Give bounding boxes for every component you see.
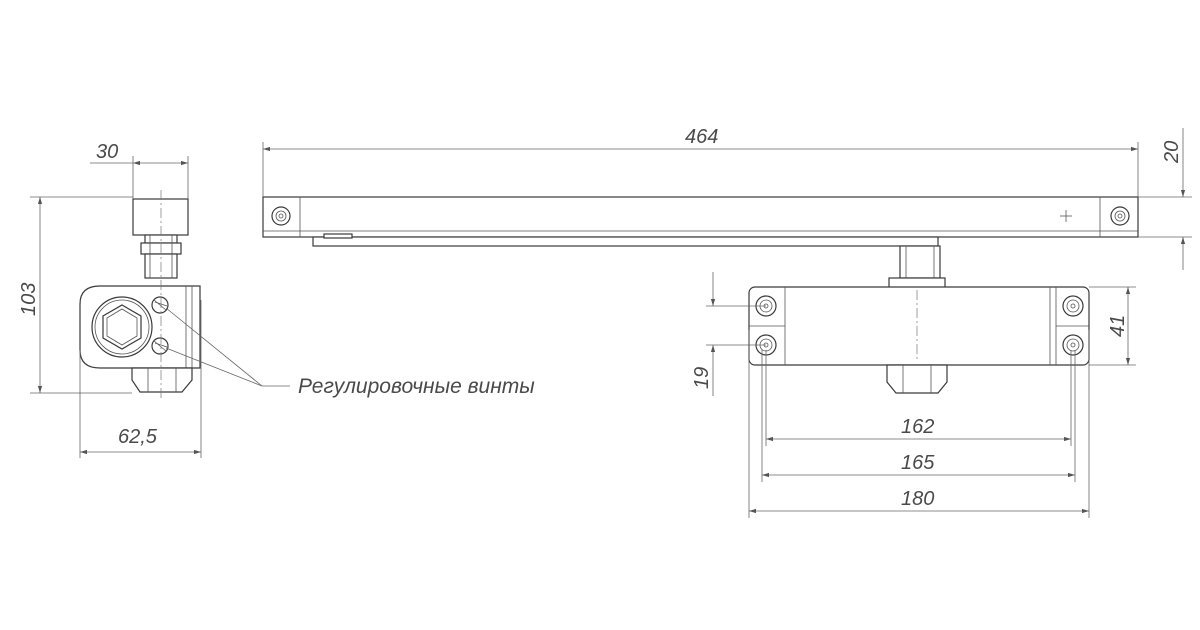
dim-side-bottom-width: 62,5	[118, 426, 158, 448]
dim-arm-length: 464	[685, 126, 718, 148]
adjustment-screws-callout: Регулировочные винты	[165, 307, 535, 398]
arm-main	[262, 196, 1139, 238]
adjustment-screw-lower	[151, 337, 169, 355]
front-view-dimensions: 464 20 41 19 162 165 180	[262, 126, 1192, 518]
side-view	[79, 190, 201, 398]
side-bottom-nut	[131, 367, 193, 393]
hex-socket-icon	[102, 304, 142, 350]
dim-side-height: 103	[18, 283, 40, 316]
adjustment-screw-upper	[151, 296, 169, 314]
dim-165: 165	[901, 452, 935, 474]
dim-side-top-width: 30	[96, 141, 118, 163]
front-bottom-nut	[886, 364, 948, 394]
pivot-spindle	[899, 245, 941, 279]
front-view	[262, 196, 1139, 394]
mount-hole-bottom-right-icon	[1062, 334, 1084, 356]
dim-mount-spacing: 19	[691, 367, 713, 389]
side-view-dimensions: 30 103 62,5	[18, 141, 202, 458]
dim-162: 162	[901, 416, 934, 438]
dim-arm-height: 20	[1161, 141, 1183, 164]
arm-lower	[312, 236, 939, 247]
arm-right-hole-icon	[1110, 206, 1130, 226]
arm-left-hole-icon	[271, 206, 291, 226]
mount-hole-top-right-icon	[1062, 295, 1084, 317]
adjustment-screws-label: Регулировочные винты	[298, 375, 535, 398]
side-top-cap	[132, 198, 189, 236]
dim-180: 180	[901, 488, 934, 510]
dim-body-height: 41	[1107, 315, 1129, 337]
closer-body	[748, 286, 1090, 366]
